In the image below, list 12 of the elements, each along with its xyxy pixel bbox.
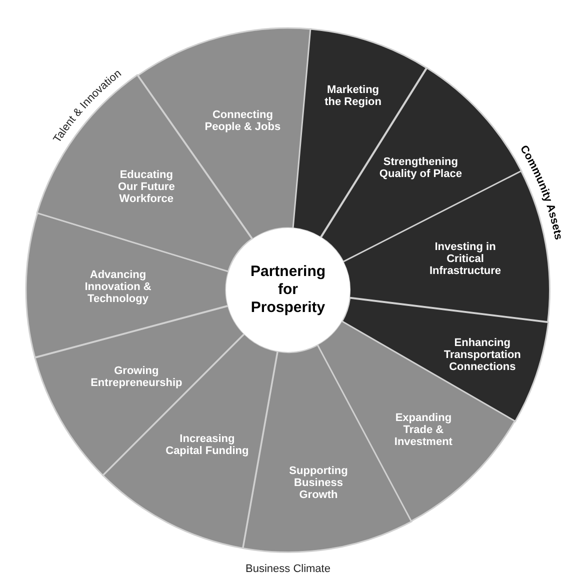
segment-label: Enhancing Transportation Connections xyxy=(442,337,522,374)
segment-label: Educating Our Future Workforce xyxy=(116,169,176,206)
segment-label: Increasing Capital Funding xyxy=(165,433,250,458)
segment-label: Expanding Trade & Investment xyxy=(393,412,454,448)
segment-label: Growing Entrepreneurship xyxy=(90,365,184,390)
segment-label: Investing in Critical Infrastructure xyxy=(428,240,502,277)
segment-label: Marketing the Region xyxy=(324,84,382,108)
segment-label: Supporting Business Growth xyxy=(288,464,349,501)
segment-label: Advancing Innovation & Technology xyxy=(84,269,152,306)
segment-label: Strengthening Quality of Place xyxy=(378,156,463,180)
group-label: Business Climate xyxy=(246,563,330,575)
segment-label: Connecting People & Jobs xyxy=(204,108,282,133)
